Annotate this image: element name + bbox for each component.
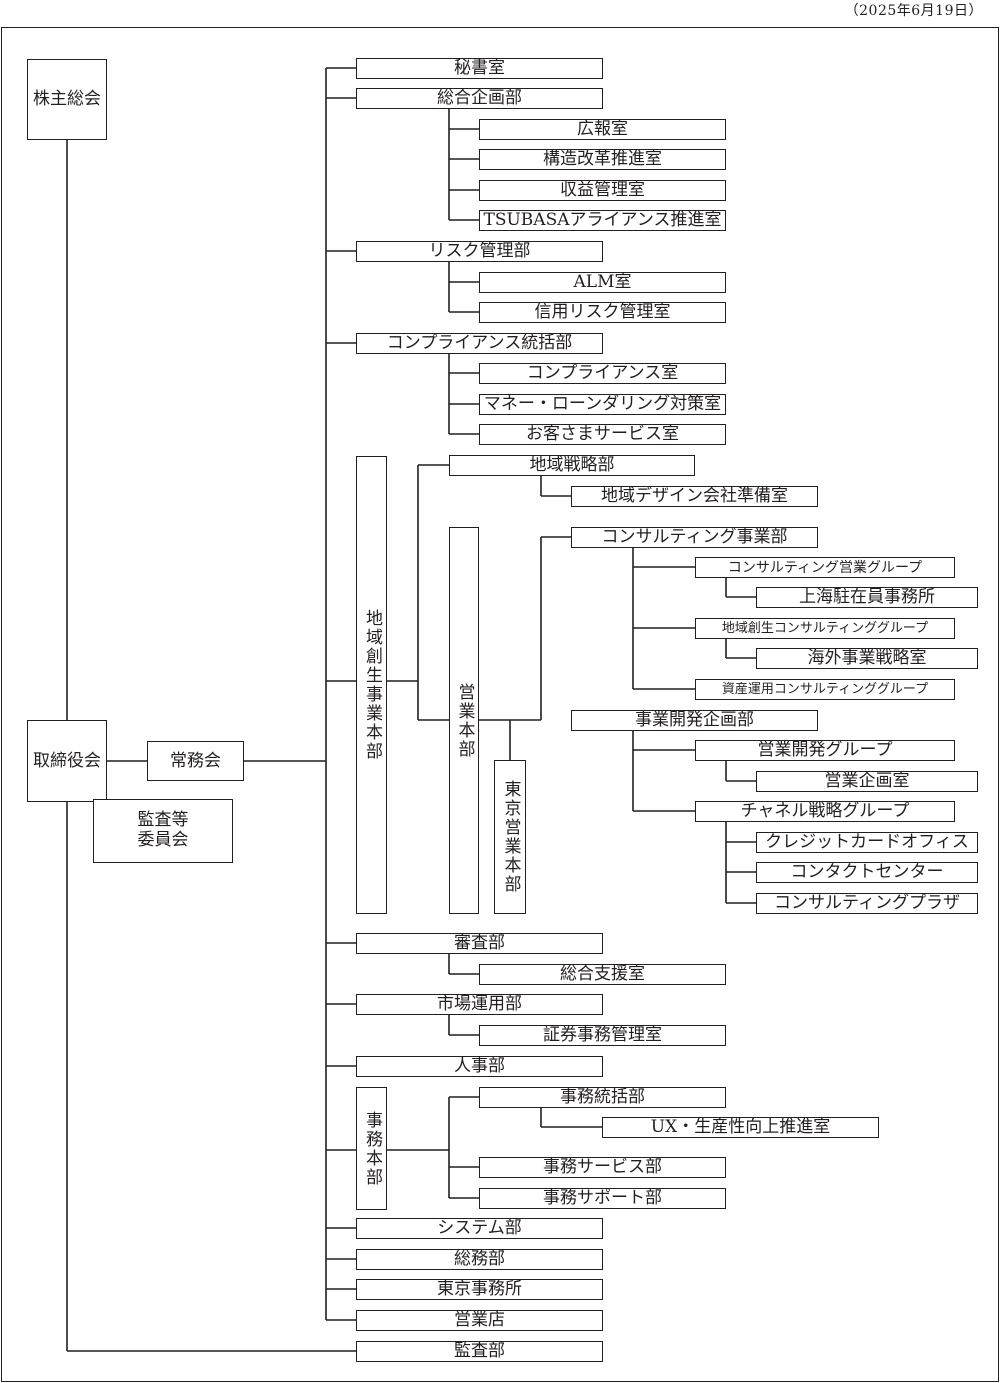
- securities-admin-office-box: 証券事務管理室: [479, 1025, 726, 1046]
- risk-management-dept-box: リスク管理部: [356, 241, 603, 262]
- document-date: （2025年6月19日）: [844, 3, 983, 19]
- compliance-dept-box: コンプライアンス統括部: [356, 333, 603, 354]
- customer-service-office-box: お客さまサービス室: [479, 424, 726, 445]
- ux-productivity-office-box: UX・生産性向上推進室: [602, 1117, 879, 1138]
- human-resources-dept-box: 人事部: [356, 1056, 603, 1077]
- asset-management-consulting-group-box: 資産運用コンサルティンググループ: [695, 679, 955, 700]
- operations-hq-box: 事務本部: [356, 1087, 387, 1210]
- general-affairs-dept-box: 総務部: [356, 1249, 603, 1270]
- branches-box: 営業店: [356, 1310, 603, 1331]
- audit-dept-box: 監査部: [356, 1341, 603, 1362]
- consulting-plaza-box: コンサルティングプラザ: [756, 893, 978, 914]
- anti-money-laundering-office-box: マネー・ローンダリング対策室: [479, 394, 726, 415]
- credit-card-office-box: クレジットカードオフィス: [756, 832, 978, 853]
- operations-support-dept-box: 事務サポート部: [479, 1188, 726, 1209]
- alm-office-box: ALM室: [479, 272, 726, 293]
- shareholders-meeting-box: 株主総会: [27, 59, 107, 140]
- compliance-office-box: コンプライアンス室: [479, 363, 726, 384]
- market-operations-dept-box: 市場運用部: [356, 994, 603, 1015]
- examination-dept-box: 審査部: [356, 933, 603, 954]
- contact-center-box: コンタクトセンター: [756, 862, 978, 883]
- operations-service-dept-box: 事務サービス部: [479, 1157, 726, 1178]
- regional-design-prep-office-box: 地域デザイン会社準備室: [571, 486, 818, 507]
- chart-frame: [1, 27, 999, 1382]
- system-dept-box: システム部: [356, 1218, 603, 1239]
- tokyo-sales-hq-box: 東京営業本部: [494, 760, 526, 914]
- sales-planning-office-box: 営業企画室: [756, 771, 978, 792]
- secretary-office-box: 秘書室: [356, 58, 603, 79]
- channel-strategy-group-box: チャネル戦略グループ: [695, 801, 955, 822]
- structural-reform-office-box: 構造改革推進室: [479, 149, 726, 170]
- comprehensive-support-office-box: 総合支援室: [479, 964, 726, 985]
- business-development-planning-dept-box: 事業開発企画部: [571, 710, 818, 731]
- profit-management-office-box: 収益管理室: [479, 180, 726, 201]
- credit-risk-office-box: 信用リスク管理室: [479, 302, 726, 323]
- operations-general-dept-box: 事務統括部: [479, 1087, 726, 1108]
- tsubasa-alliance-office-box: TSUBASAアライアンス推進室: [479, 210, 726, 231]
- audit-committee-box: 監査等 委員会: [93, 799, 233, 863]
- shanghai-office-box: 上海駐在員事務所: [756, 587, 978, 608]
- managing-committee-box: 常務会: [147, 741, 244, 781]
- regional-consulting-group-box: 地域創生コンサルティンググループ: [695, 618, 955, 639]
- consulting-business-dept-box: コンサルティング事業部: [571, 527, 818, 548]
- sales-development-group-box: 営業開発グループ: [695, 740, 955, 761]
- sales-hq-box: 営業本部: [449, 527, 479, 914]
- overseas-strategy-office-box: 海外事業戦略室: [756, 648, 978, 669]
- regional-revitalization-hq-box: 地域創生事業本部: [356, 456, 387, 914]
- consulting-sales-group-box: コンサルティング営業グループ: [695, 557, 955, 578]
- tokyo-office-box: 東京事務所: [356, 1279, 603, 1300]
- board-of-directors-box: 取締役会: [27, 720, 107, 802]
- public-relations-office-box: 広報室: [479, 119, 726, 140]
- corporate-planning-dept-box: 総合企画部: [356, 88, 603, 109]
- regional-strategy-dept-box: 地域戦略部: [449, 455, 695, 476]
